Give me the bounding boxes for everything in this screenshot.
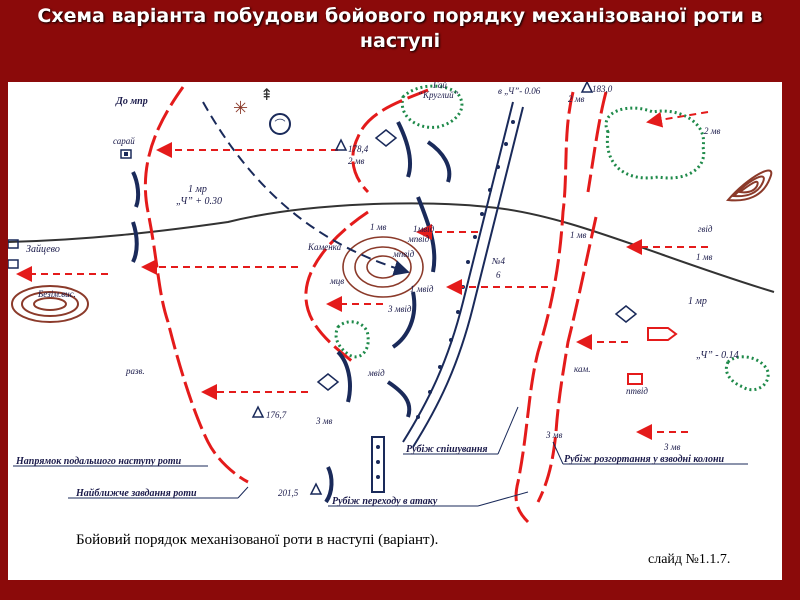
advance-arrows bbox=[16, 111, 709, 440]
label-grove-name: “Круглий” bbox=[418, 90, 459, 100]
label-no4: №4 bbox=[491, 256, 505, 266]
label-six: 6 bbox=[496, 270, 501, 280]
label-mv3-far-right: 3 мв bbox=[663, 442, 680, 452]
forest-kruhlyi bbox=[334, 84, 770, 392]
label-mv1-far-right: 1 мв bbox=[696, 252, 712, 262]
unit-diamond-icons bbox=[316, 129, 638, 391]
label-mr1-left: 1 мр bbox=[188, 184, 207, 195]
label-razv: разв. bbox=[125, 366, 145, 376]
label-mvid-3: 3 мвід bbox=[387, 304, 412, 314]
label-grove: Гай bbox=[432, 82, 447, 90]
legend-nearest-task: Найближче завдання роти bbox=[75, 488, 197, 499]
label-time-030: „Ч” + 0.30 bbox=[176, 196, 222, 207]
label-kamenka: Каменка bbox=[307, 242, 342, 252]
tree-icon: ⇞ bbox=[260, 87, 273, 104]
antitank-icon bbox=[647, 327, 678, 341]
height-triangles bbox=[251, 82, 594, 495]
command-post-icon: ⌒ bbox=[269, 113, 291, 135]
label-mr1-right: 1 мр bbox=[688, 296, 707, 307]
label-mv3-lower: 3 мв bbox=[315, 416, 332, 426]
label-mv3-right: 3 мв bbox=[545, 430, 562, 440]
legend-attack-line: Рубіж переходу в атаку bbox=[332, 496, 438, 507]
label-saray: сарай bbox=[113, 136, 135, 146]
attack-strip bbox=[371, 436, 385, 493]
label-ptvid: птвід bbox=[626, 386, 648, 396]
label-height-1830: 183,0 bbox=[592, 84, 613, 94]
label-gvid: гвід bbox=[698, 224, 713, 234]
slide-number: слайд №1.1.7. bbox=[648, 552, 731, 567]
label-height-1767: 176,7 bbox=[266, 410, 287, 420]
label-mv1-right: 1 мв bbox=[570, 230, 586, 240]
label-height-2015: 201,5 bbox=[278, 488, 299, 498]
label-mv2-far-right: 2 мв bbox=[704, 126, 720, 136]
diagram-caption: Бойовий порядок механізованої роти в нас… bbox=[76, 532, 439, 548]
saray-icon bbox=[120, 149, 132, 159]
sun-icon: ✳ bbox=[233, 98, 248, 118]
legend-fire-line: Рубіж спішування bbox=[406, 444, 488, 455]
ptvid-icon bbox=[627, 373, 643, 385]
label-mvid: мвід bbox=[367, 368, 385, 378]
enemy-lines bbox=[131, 121, 452, 504]
label-mvid-center: мпвід bbox=[407, 234, 430, 244]
friendly-lines bbox=[143, 86, 608, 524]
enemy-approach-line bbox=[202, 101, 410, 276]
label-kam: кам. bbox=[574, 364, 590, 374]
legend-leaders bbox=[13, 406, 748, 507]
svg-text:⌒: ⌒ bbox=[275, 118, 286, 131]
hill-bezim bbox=[11, 285, 89, 323]
label-zaytsevo: Зайцево bbox=[26, 244, 60, 255]
legend-direction: Напрямок подальшого наступу роти bbox=[15, 456, 182, 467]
zaytsevo-icon bbox=[8, 239, 19, 269]
legend-deploy-line: Рубіж розгортання у взводні колони bbox=[564, 454, 724, 465]
tactical-map: ⌒ ✳ ⇞ До мпр сарай Зайцево Безім.вис. ра… bbox=[8, 82, 775, 524]
enemy-trench-dots bbox=[416, 120, 515, 419]
label-mv2-upper-right: 2 мв bbox=[568, 94, 584, 104]
hill-right bbox=[725, 169, 773, 202]
label-time-006: в „Ч”- 0.06 bbox=[498, 86, 541, 96]
label-mtsv: мцв bbox=[329, 276, 344, 286]
label-height-1784: 178,4 bbox=[348, 144, 369, 154]
label-mvid-upper: 1мвід bbox=[413, 224, 435, 234]
enemy-trench-strip bbox=[402, 101, 524, 448]
label-to-mpr: До мпр bbox=[115, 96, 148, 107]
label-mv1-center: 1 мв bbox=[370, 222, 386, 232]
hill-kamenka bbox=[342, 236, 424, 298]
slide-title: Схема варіанта побудови бойового порядку… bbox=[37, 5, 763, 52]
label-bezim: Безім.вис. bbox=[37, 289, 76, 299]
diagram-panel: ⌒ ✳ ⇞ До мпр сарай Зайцево Безім.вис. ра… bbox=[8, 82, 782, 580]
label-mv2-top: 2 мв bbox=[348, 156, 364, 166]
label-mvid-1: 1 мвід bbox=[410, 284, 434, 294]
label-mvid-lower: мпвід bbox=[392, 249, 415, 259]
label-time-014: „Ч” - 0.14 bbox=[696, 350, 739, 361]
